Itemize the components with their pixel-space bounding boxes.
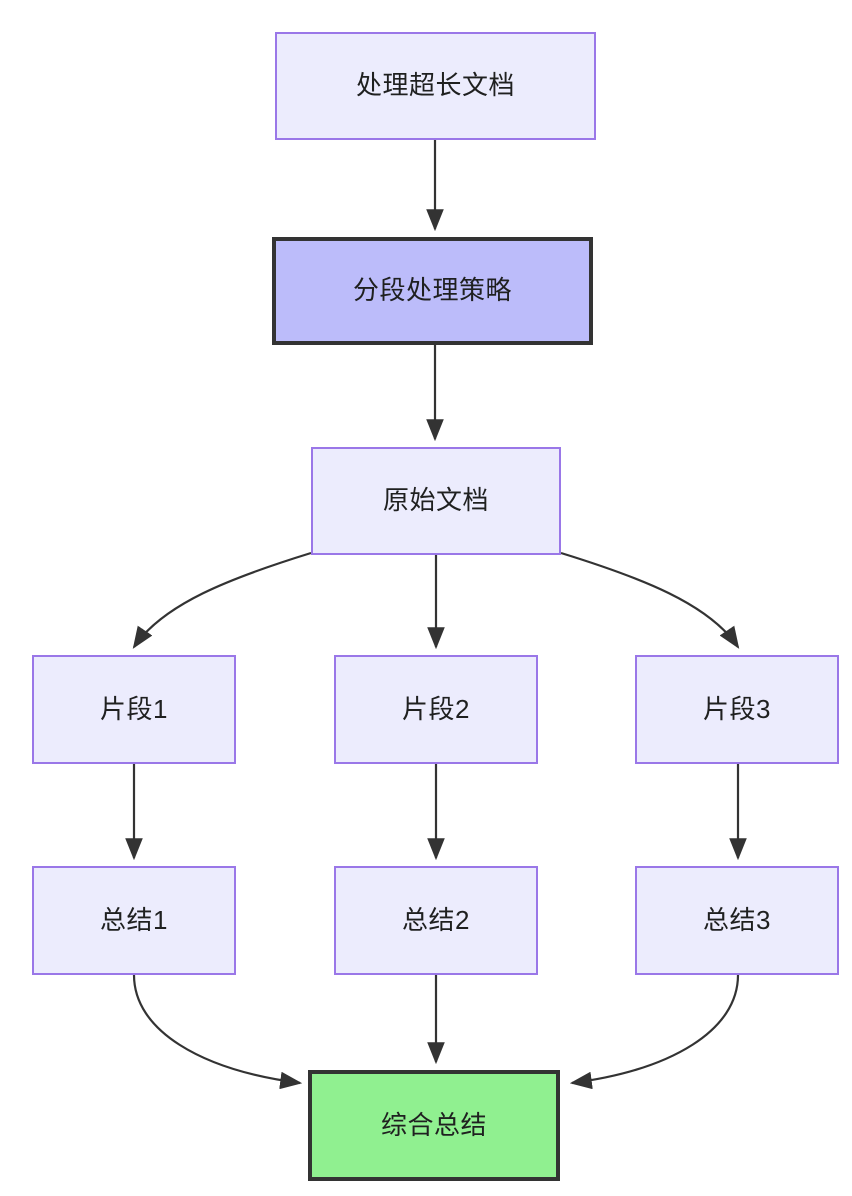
node-strategy[interactable]: 分段处理策略 bbox=[272, 237, 593, 345]
edge-summary-3-to-final bbox=[569, 974, 740, 1090]
node-label-summary-1: 总结1 bbox=[100, 904, 168, 935]
edge-summary-1-to-final bbox=[132, 974, 303, 1090]
node-source-doc[interactable]: 原始文档 bbox=[311, 447, 561, 555]
node-label-strategy: 分段处理策略 bbox=[352, 275, 512, 306]
edge-source-doc-to-chunk-1 bbox=[132, 551, 312, 649]
node-chunk-2[interactable]: 片段2 bbox=[334, 655, 538, 764]
node-summary-3[interactable]: 总结3 bbox=[635, 866, 839, 975]
node-label-chunk-3: 片段3 bbox=[703, 693, 771, 724]
node-label-chunk-2: 片段2 bbox=[402, 693, 470, 724]
node-label-summary-2: 总结2 bbox=[402, 904, 470, 935]
node-label-summary-3: 总结3 bbox=[703, 904, 771, 935]
node-label-long-doc: 处理超长文档 bbox=[355, 70, 515, 101]
node-chunk-1[interactable]: 片段1 bbox=[32, 655, 236, 764]
node-label-source-doc: 原始文档 bbox=[382, 485, 489, 516]
node-label-final: 综合总结 bbox=[380, 1109, 487, 1140]
node-final[interactable]: 综合总结 bbox=[308, 1070, 560, 1181]
node-label-chunk-1: 片段1 bbox=[100, 693, 168, 724]
edge-source-doc-to-chunk-3 bbox=[560, 551, 740, 649]
node-long-doc[interactable]: 处理超长文档 bbox=[275, 32, 596, 140]
node-summary-1[interactable]: 总结1 bbox=[32, 866, 236, 975]
node-chunk-3[interactable]: 片段3 bbox=[635, 655, 839, 764]
node-summary-2[interactable]: 总结2 bbox=[334, 866, 538, 975]
